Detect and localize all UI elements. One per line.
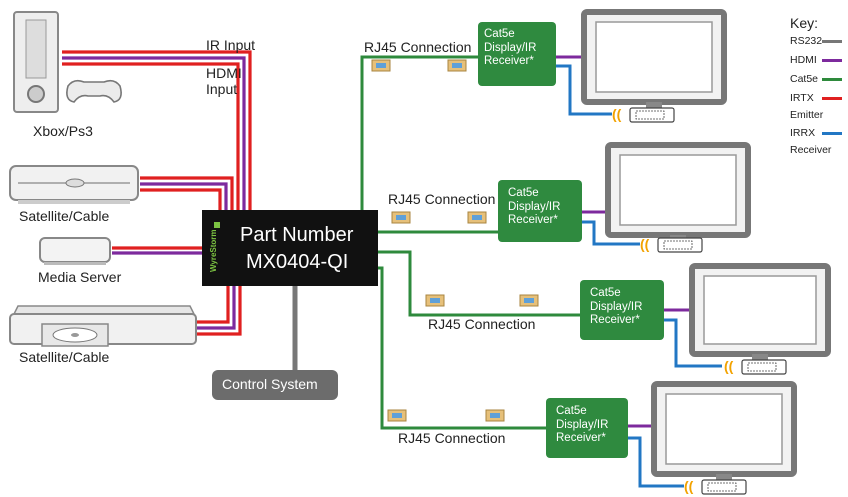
receiver-2-box bbox=[498, 180, 582, 242]
media-server-icon bbox=[39, 237, 111, 265]
receiver-3-label: Cat5e Display/IR Receiver* bbox=[590, 287, 643, 327]
legend-label-cat5e: Cat5e bbox=[790, 73, 819, 85]
source-label-xbox: Xbox/Ps3 bbox=[33, 123, 93, 139]
svg-text:((: (( bbox=[612, 106, 622, 122]
tv-4-icon bbox=[651, 381, 797, 480]
rj45-label-4: RJ45 Connection bbox=[398, 430, 506, 446]
source-label-satellite-2: Satellite/Cable bbox=[19, 349, 110, 365]
rj45-label-2: RJ45 Connection bbox=[388, 191, 496, 207]
ir-emitter-remote-3-icon: (( bbox=[724, 358, 787, 375]
source-label-satellite-1: Satellite/Cable bbox=[19, 208, 110, 224]
legend-swatch-irrx bbox=[822, 132, 842, 135]
dvd-player-icon bbox=[9, 305, 197, 347]
rj45-label-1: RJ45 Connection bbox=[364, 39, 472, 55]
legend-swatch-cat5e bbox=[822, 78, 842, 81]
hdmi-input-label-line1: HDMI bbox=[206, 65, 242, 81]
source-label-media-server: Media Server bbox=[38, 269, 122, 285]
legend-label-hdmi: HDMI bbox=[790, 54, 817, 66]
cat5e-lines bbox=[360, 55, 582, 430]
svg-text:((: (( bbox=[684, 478, 694, 494]
legend-label-emitter: Emitter bbox=[790, 109, 824, 121]
receiver-4-box bbox=[546, 398, 628, 458]
legend-swatch-rs232 bbox=[822, 40, 842, 43]
ir-emitter-remote-2-icon: (( bbox=[640, 236, 703, 253]
control-system-label: Control System bbox=[222, 376, 318, 392]
control-system-box bbox=[212, 370, 338, 400]
matrix-brand-logo: WyreStorm bbox=[209, 229, 218, 272]
ir-emitter-remote-4-icon: (( bbox=[684, 478, 747, 495]
hdmi-input-label-line2: Input bbox=[206, 81, 238, 97]
receiver-1-label: Cat5e Display/IR Receiver* bbox=[484, 28, 537, 68]
matrix-line1: Part Number bbox=[240, 224, 354, 246]
tv-3-icon bbox=[689, 263, 831, 360]
receiver-2-label: Cat5e Display/IR Receiver* bbox=[508, 187, 561, 227]
receiver-1-box bbox=[478, 22, 556, 86]
game-console-icon bbox=[13, 11, 122, 113]
source-cables bbox=[62, 50, 252, 336]
tv-2-icon bbox=[605, 142, 751, 241]
legend-swatch-hdmi bbox=[822, 59, 842, 62]
matrix-line2: MX0404-QI bbox=[246, 251, 349, 273]
receiver-3-box bbox=[580, 280, 664, 340]
ir-input-label: IR Input bbox=[206, 37, 256, 53]
legend-label-receiver: Receiver bbox=[790, 144, 832, 156]
legend-title: Key: bbox=[790, 15, 819, 31]
legend-swatch-irtx bbox=[822, 97, 842, 100]
receiver-4-label: Cat5e Display/IR Receiver* bbox=[556, 405, 609, 445]
tv-1-icon bbox=[581, 9, 727, 108]
legend-label-rs232: RS232 bbox=[790, 35, 823, 47]
svg-text:((: (( bbox=[724, 358, 734, 374]
legend-label-irtx: IRTX bbox=[790, 92, 814, 104]
satellite-receiver-icon bbox=[9, 165, 139, 204]
rj45-connectors bbox=[371, 59, 539, 422]
legend-label-irrx: IRRX bbox=[790, 127, 816, 139]
rj45-label-3: RJ45 Connection bbox=[428, 316, 536, 332]
svg-text:((: (( bbox=[640, 236, 650, 252]
matrix-switcher bbox=[202, 210, 378, 286]
receiver-output-lines bbox=[554, 55, 722, 488]
ir-emitter-remote-1-icon: (( bbox=[612, 106, 675, 123]
